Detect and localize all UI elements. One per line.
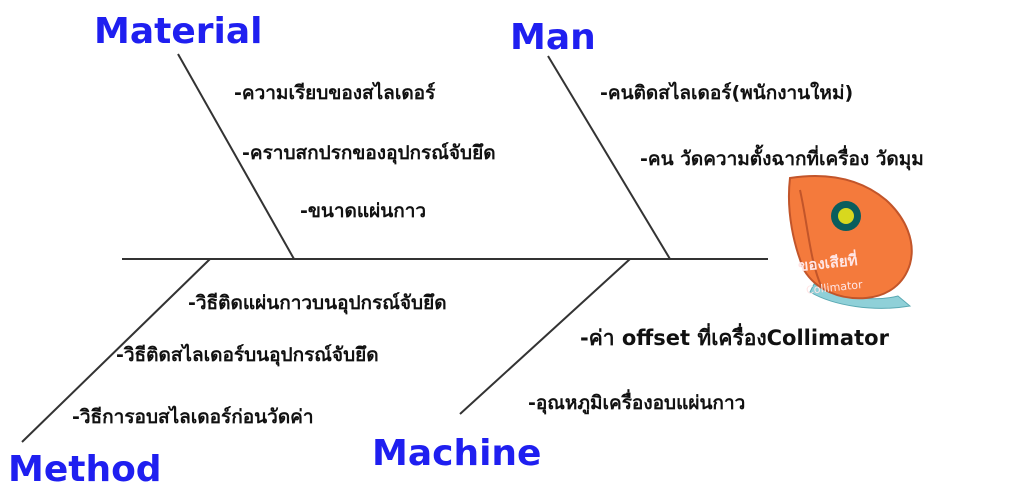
man-bone — [547, 55, 671, 260]
fish-head-icon — [787, 175, 913, 309]
man-cause-2: -คน วัดความตั้งฉากที่เครื่อง วัดมุม — [640, 148, 924, 170]
category-man-label: Man — [510, 17, 596, 58]
material-cause-2: -คราบสกปรกของอุปกรณ์จับยึด — [242, 142, 496, 164]
method-cause-1: -วิธีติดแผ่นกาวบนอุปกรณ์จับยึด — [188, 292, 447, 314]
machine-bone — [459, 258, 631, 415]
machine-cause-1: -ค่า offset ที่เครื่องCollimator — [580, 326, 889, 350]
method-cause-2: -วิธีติดสไลเดอร์บนอุปกรณ์จับยึด — [116, 344, 379, 366]
material-cause-1: -ความเรียบของสไลเดอร์ — [234, 82, 436, 104]
method-bone — [21, 258, 211, 443]
category-material-label: Material — [94, 11, 263, 52]
man-cause-1: -คนติดสไลเดอร์(พนักงานใหม่) — [600, 82, 854, 104]
fish-head-shape — [787, 175, 913, 300]
material-bone — [177, 53, 295, 260]
category-method-label: Method — [8, 449, 162, 490]
fish-gill-line — [799, 189, 823, 289]
machine-cause-2: -อุณหภูมิเครื่องอบแผ่นกาว — [528, 392, 746, 414]
method-cause-3: -วิธีการอบสไลเดอร์ก่อนวัดค่า — [72, 406, 314, 428]
material-cause-3: -ขนาดแผ่นกาว — [300, 200, 427, 222]
category-machine-label: Machine — [372, 433, 542, 474]
fish-eye-inner — [838, 208, 854, 224]
